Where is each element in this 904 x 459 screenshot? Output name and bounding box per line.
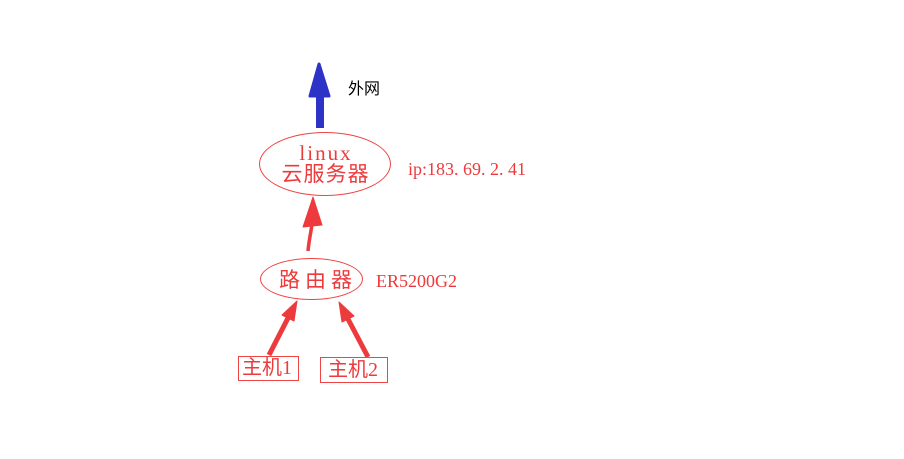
- cloud-server-name-line2: 云服务器: [281, 162, 370, 186]
- cloud-server-ip-label: ip:183. 69. 2. 41: [408, 159, 527, 179]
- host1-node: 主机1: [238, 356, 299, 381]
- host1-to-router-arrow: [266, 300, 298, 357]
- router-model-label: ER5200G2: [376, 271, 457, 291]
- router-node: 路由器: [260, 258, 363, 300]
- cloud-server-node: linux 云服务器: [259, 132, 391, 196]
- external-network-label: 外网: [348, 81, 381, 98]
- host2-node: 主机2: [320, 357, 388, 383]
- router-label: 路由器: [279, 268, 357, 292]
- cloud-server-name-line1: linux: [299, 141, 353, 165]
- router-to-server-arrow: [302, 196, 323, 252]
- external-network-arrow: [308, 62, 331, 128]
- host2-to-router-arrow: [338, 301, 371, 359]
